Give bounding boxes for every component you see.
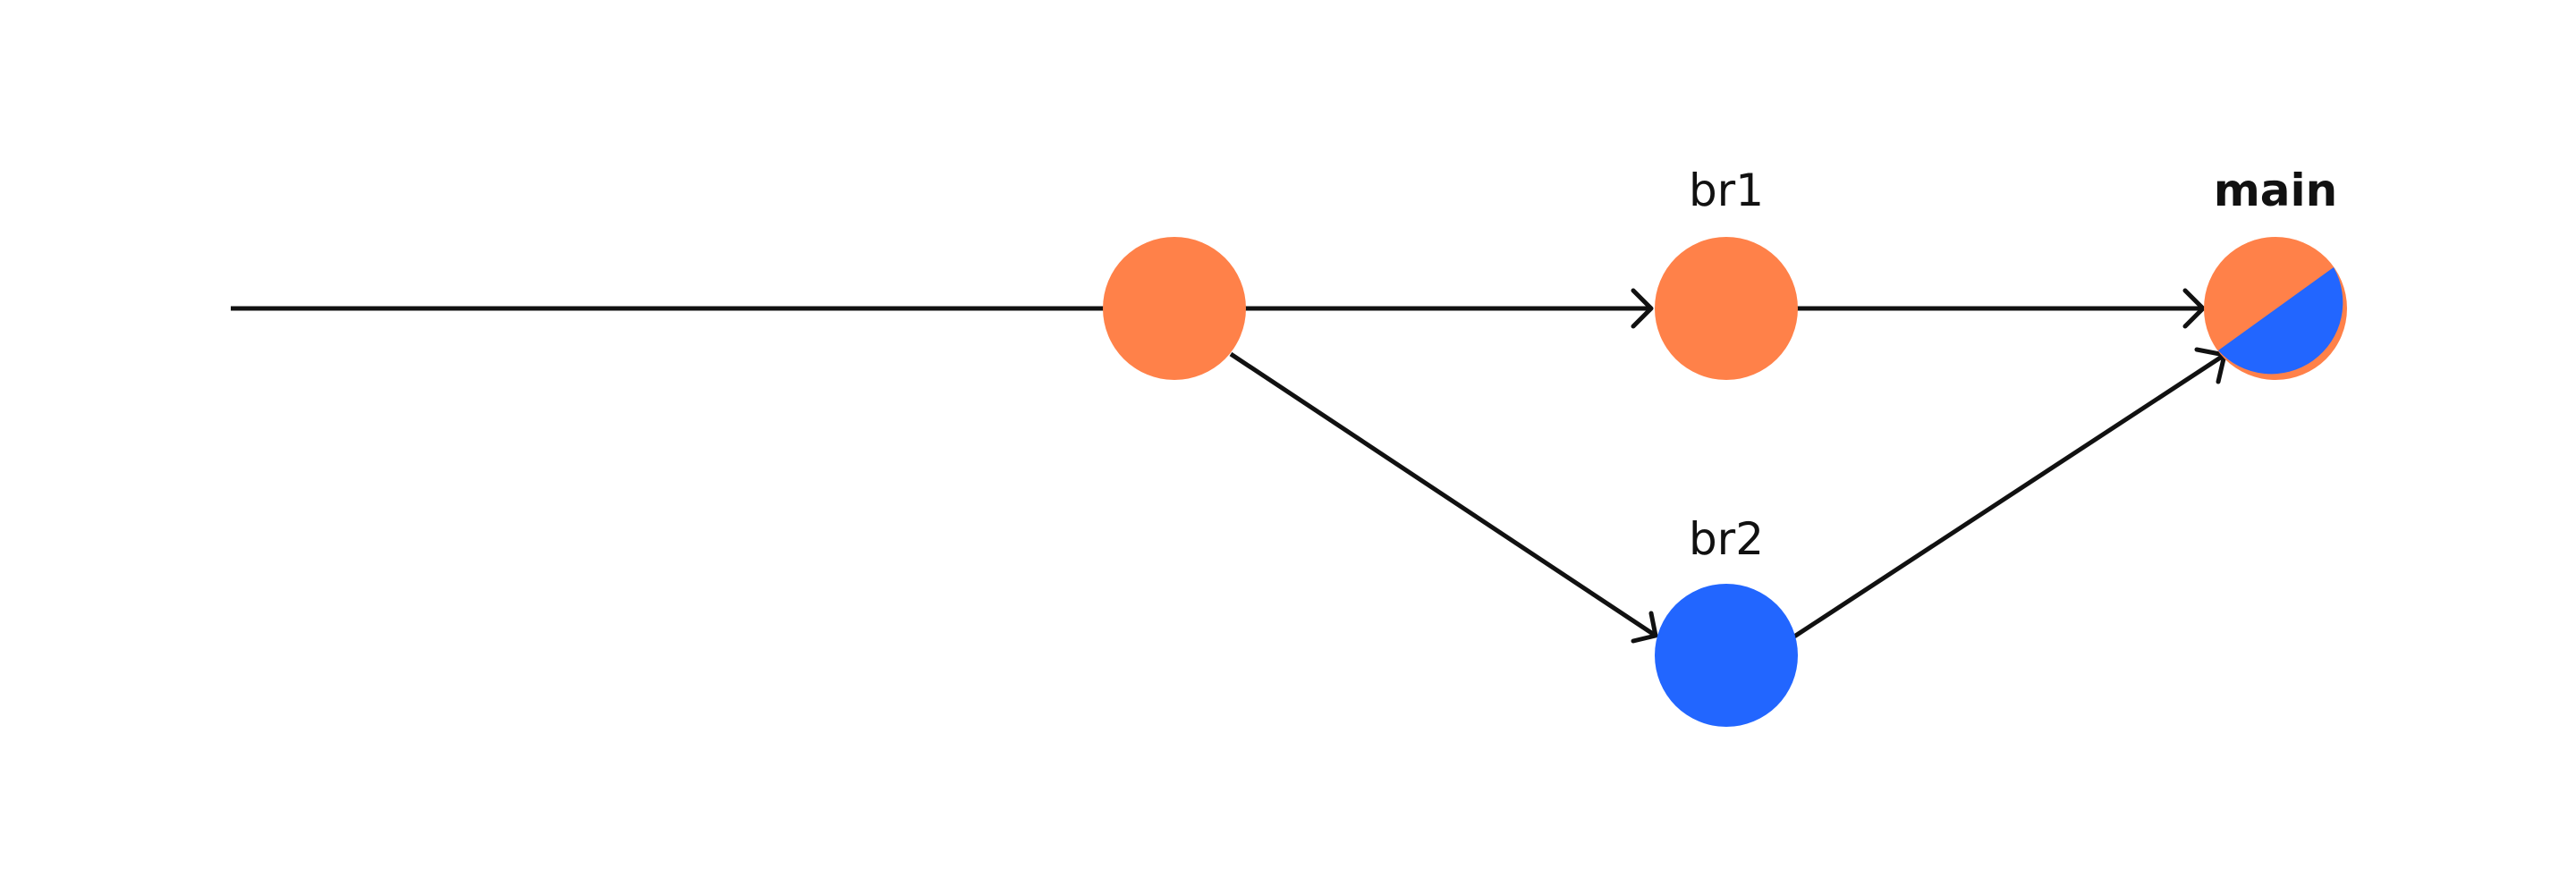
commit-node-base bbox=[1103, 237, 1246, 380]
commit-node-br2 bbox=[1655, 584, 1798, 727]
commit-node-br1 bbox=[1655, 237, 1798, 380]
arrowhead-main-from-br1 bbox=[2182, 288, 2206, 329]
label-br1: br1 bbox=[1689, 164, 1764, 216]
label-br2: br2 bbox=[1689, 513, 1764, 565]
edge-base-to-br2 bbox=[1229, 351, 1657, 638]
commit-node-main bbox=[2204, 237, 2347, 380]
label-main: main bbox=[2214, 164, 2338, 216]
edge-br2-to-main bbox=[1792, 352, 2226, 639]
arrowhead-br1 bbox=[1631, 288, 1654, 329]
arrowhead-br2 bbox=[1631, 611, 1658, 644]
